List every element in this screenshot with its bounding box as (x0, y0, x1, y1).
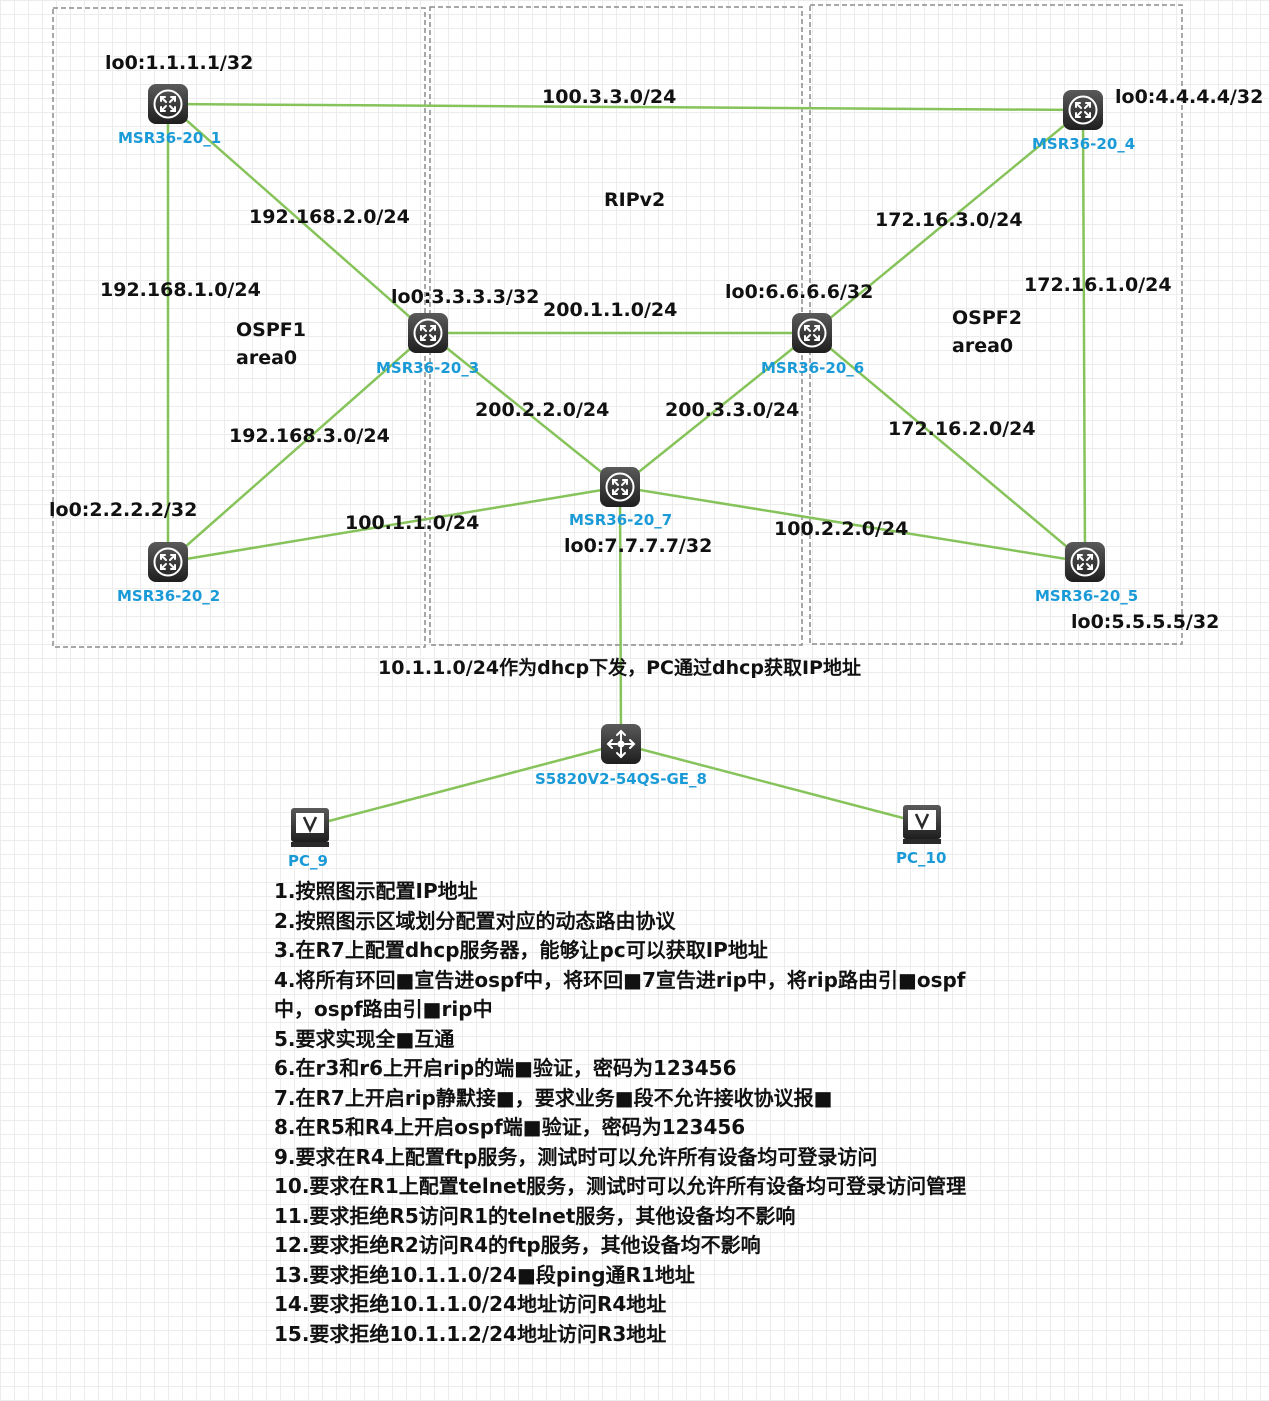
subnet-r2-r7: 100.1.1.0/24 (345, 512, 479, 534)
loopback-r4: lo0:4.4.4.4/32 (1115, 86, 1263, 108)
device-name-r4: MSR36-20_4 (1032, 135, 1135, 153)
zone-rip-label: RIPv2 (604, 189, 665, 211)
router-r1-icon[interactable] (147, 83, 189, 125)
loopback-r7: lo0:7.7.7.7/32 (564, 535, 712, 557)
link-r4-r5 (1081, 109, 1087, 563)
subnet-r4-r6: 172.16.3.0/24 (875, 209, 1023, 231)
link-r5-r7 (619, 485, 1086, 564)
device-name-r7: MSR36-20_7 (569, 511, 672, 529)
link-r6-r7 (619, 332, 813, 488)
link-sw8-pc9 (309, 742, 622, 828)
task-item: 15.要求拒绝10.1.1.2/24地址访问R3地址 (274, 1321, 667, 1346)
task-item: 10.要求在R1上配置telnet服务，测试时可以允许所有设备均可登录访问管理 (274, 1174, 967, 1198)
link-r2-r7 (167, 485, 621, 564)
zone-ospf2-area: area0 (952, 335, 1013, 357)
device-name-r3: MSR36-20_3 (376, 359, 479, 377)
link-r7-sw8 (618, 486, 623, 745)
device-name-r2: MSR36-20_2 (117, 587, 220, 605)
pc10-icon[interactable] (901, 803, 943, 846)
router-r3-icon[interactable] (407, 312, 449, 354)
loopback-r6: lo0:6.6.6.6/32 (725, 281, 873, 303)
device-name-pc10: PC_10 (896, 849, 946, 867)
zone-ospf2 (809, 4, 1183, 645)
subnet-r2-r3: 192.168.3.0/24 (229, 425, 390, 447)
router-r7-icon[interactable] (599, 466, 641, 508)
device-name-r6: MSR36-20_6 (761, 359, 864, 377)
task-item: 2.按照图示区域划分配置对应的动态路由协议 (274, 908, 676, 933)
task-item: 9.要求在R4上配置ftp服务，测试时可以允许所有设备均可登录访问 (274, 1144, 878, 1169)
task-item: 6.在r3和r6上开启rip的端■验证，密码为123456 (274, 1056, 737, 1080)
task-item: 14.要求拒绝10.1.1.0/24地址访问R4地址 (274, 1292, 667, 1316)
task-item: 13.要求拒绝10.1.1.0/24■段ping通R1地址 (274, 1262, 695, 1287)
task-item: 5.要求实现全■互通 (274, 1026, 455, 1051)
zone-ospf1-label: OSPF1 (236, 319, 306, 341)
subnet-r1-r3: 192.168.2.0/24 (249, 206, 410, 228)
device-name-r5: MSR36-20_5 (1035, 587, 1138, 605)
task-item: 11.要求拒绝R5访问R1的telnet服务，其他设备均不影响 (274, 1203, 796, 1228)
router-r5-icon[interactable] (1064, 541, 1106, 583)
zone-ospf1-area: area0 (236, 347, 297, 369)
subnet-r3-r6: 200.1.1.0/24 (543, 299, 677, 321)
task-item: 1.按照图示配置IP地址 (274, 879, 478, 903)
device-name-sw8: S5820V2-54QS-GE_8 (535, 770, 707, 788)
task-item: 中，ospf路由引■rip中 (274, 997, 493, 1021)
device-name-r1: MSR36-20_1 (118, 129, 221, 147)
link-r1-r3 (167, 103, 429, 334)
device-name-pc9: PC_9 (288, 852, 328, 870)
link-r5-r6 (811, 332, 1086, 563)
loopback-r1: lo0:1.1.1.1/32 (105, 52, 253, 74)
subnet-r6-r7: 200.3.3.0/24 (665, 399, 799, 421)
loopback-r3: lo0:3.3.3.3/32 (391, 286, 539, 308)
task-item: 7.在R7上开启rip静默接■，要求业务■段不允许接收协议报■ (274, 1085, 833, 1110)
subnet-r3-r7: 200.2.2.0/24 (475, 399, 609, 421)
link-r3-r7 (427, 332, 621, 488)
task-item: 12.要求拒绝R2访问R4的ftp服务，其他设备均不影响 (274, 1233, 761, 1257)
task-item: 8.在R5和R4上开启ospf端■验证，密码为123456 (274, 1115, 746, 1139)
subnet-r1-r4: 100.3.3.0/24 (542, 86, 676, 108)
zone-ospf2-label: OSPF2 (952, 307, 1022, 329)
subnet-r1-r2: 192.168.1.0/24 (100, 279, 261, 301)
task-list: 1.按照图示配置IP地址 2.按照图示区域划分配置对应的动态路由协议 3.在R7… (274, 877, 1174, 1349)
router-r2-icon[interactable] (147, 541, 189, 583)
pc9-icon[interactable] (289, 806, 331, 849)
loopback-r5: lo0:5.5.5.5/32 (1071, 611, 1219, 633)
router-r6-icon[interactable] (791, 312, 833, 354)
dhcp-note: 10.1.1.0/24作为dhcp下发，PC通过dhcp获取IP地址 (378, 656, 861, 679)
switch-sw8-icon[interactable] (600, 723, 642, 765)
subnet-r5-r7: 100.2.2.0/24 (774, 518, 908, 540)
subnet-r4-r5: 172.16.1.0/24 (1024, 274, 1172, 296)
link-sw8-pc10 (620, 742, 923, 825)
subnet-r5-r6: 172.16.2.0/24 (888, 418, 1036, 440)
task-item: 3.在R7上配置dhcp服务器，能够让pc可以获取IP地址 (274, 938, 768, 962)
link-r4-r6 (811, 109, 1084, 334)
router-r4-icon[interactable] (1062, 89, 1104, 131)
task-item: 4.将所有环回■宣告进ospf中，将环回■7宣告进rip中，将rip路由引■os… (274, 967, 966, 992)
link-r1-r4 (167, 102, 1084, 112)
loopback-r2: lo0:2.2.2.2/32 (49, 499, 197, 521)
link-r2-r3 (167, 332, 429, 563)
